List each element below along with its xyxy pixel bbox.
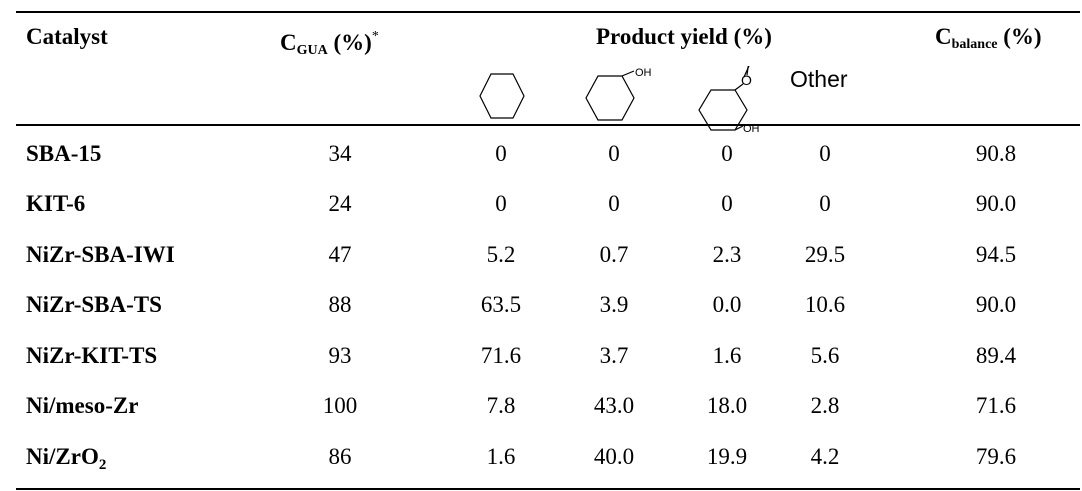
- header-product-yield: Product yield (%): [596, 24, 772, 49]
- yield-cyclohexane: 71.6: [480, 343, 522, 368]
- catalyst-name: KIT-6: [26, 191, 86, 216]
- carbon-balance: 90.0: [975, 191, 1017, 216]
- guaiacol-conversion: 88: [328, 292, 352, 317]
- carbon-balance: 90.0: [975, 292, 1017, 317]
- yield-other: 0: [819, 191, 831, 216]
- table-row: NiZr-KIT-TS 93 71.6 3.7 1.6 5.6 89.4: [0, 336, 1082, 376]
- yield-other: 4.2: [810, 444, 840, 469]
- yield-cyclohexane: 63.5: [480, 292, 522, 317]
- cyclohexanol-structure: OH: [585, 67, 652, 121]
- guaiacol-conversion: 100: [322, 393, 358, 418]
- yield-cyclohexanol: 43.0: [593, 393, 635, 418]
- catalyst-name: NiZr-SBA-TS: [26, 292, 162, 317]
- guaiacol-conversion: 86: [328, 444, 352, 469]
- guaiacol-conversion: 34: [328, 141, 352, 166]
- catalyst-name: Ni/ZrO2: [26, 444, 107, 473]
- catalyst-name: NiZr-SBA-IWI: [26, 242, 175, 267]
- guaiacol-conversion: 24: [328, 191, 352, 216]
- carbon-balance: 94.5: [975, 242, 1017, 267]
- catalyst-name: SBA-15: [26, 141, 102, 166]
- yield-cyclohexane: 5.2: [486, 242, 516, 267]
- methoxy-o-label: O: [741, 72, 752, 88]
- catalyst-name: NiZr-KIT-TS: [26, 343, 158, 368]
- methoxycyclohexanol-structure: O OH: [698, 66, 760, 135]
- carbon-balance: 89.4: [975, 343, 1017, 368]
- header-guaiacol-conversion: CGUA (%)*: [280, 29, 379, 58]
- carbon-balance: 79.6: [975, 444, 1017, 469]
- yield-other: 29.5: [804, 242, 846, 267]
- yield-other: 0: [819, 141, 831, 166]
- cyclohexane-structure: [479, 73, 525, 119]
- yield-methoxycyclohexanol: 0.0: [712, 292, 742, 317]
- yield-cyclohexanol: 0: [608, 191, 620, 216]
- yield-cyclohexanol: 0.7: [599, 242, 629, 267]
- header-carbon-balance: Cbalance (%): [935, 24, 1042, 52]
- top-rule: [16, 11, 1080, 13]
- table-row: Ni/ZrO2 86 1.6 40.0 19.9 4.2 79.6: [0, 437, 1082, 477]
- yield-methoxycyclohexanol: 2.3: [712, 242, 742, 267]
- guaiacol-conversion: 93: [328, 343, 352, 368]
- yield-methoxycyclohexanol: 1.6: [712, 343, 742, 368]
- table-row: NiZr-SBA-IWI 47 5.2 0.7 2.3 29.5 94.5: [0, 235, 1082, 275]
- yield-other: 10.6: [804, 292, 846, 317]
- yield-cyclohexanol: 0: [608, 141, 620, 166]
- carbon-balance: 90.8: [975, 141, 1017, 166]
- header-catalyst: Catalyst: [26, 24, 108, 49]
- yield-cyclohexane: 1.6: [486, 444, 516, 469]
- header-other: Other: [790, 66, 848, 92]
- bottom-rule: [16, 488, 1080, 490]
- yield-cyclohexanol: 3.9: [599, 292, 629, 317]
- table-row: SBA-15 34 0 0 0 0 90.8: [0, 134, 1082, 174]
- table-row: Ni/meso-Zr 100 7.8 43.0 18.0 2.8 71.6: [0, 386, 1082, 426]
- carbon-balance: 71.6: [975, 393, 1017, 418]
- guaiacol-conversion: 47: [328, 242, 352, 267]
- yield-other: 2.8: [810, 393, 840, 418]
- yield-cyclohexanol: 40.0: [593, 444, 635, 469]
- header-rule: [16, 124, 1080, 126]
- yield-methoxycyclohexanol: 19.9: [706, 444, 748, 469]
- hydroxyl-label: OH: [635, 67, 652, 79]
- yield-cyclohexane: 0: [495, 141, 507, 166]
- yield-cyclohexane: 7.8: [486, 393, 516, 418]
- hydroxyl-label-2: OH: [743, 123, 760, 135]
- yield-methoxycyclohexanol: 0: [721, 191, 733, 216]
- yield-cyclohexane: 0: [495, 191, 507, 216]
- table-row: NiZr-SBA-TS 88 63.5 3.9 0.0 10.6 90.0: [0, 285, 1082, 325]
- table-row: KIT-6 24 0 0 0 0 90.0: [0, 184, 1082, 224]
- yield-cyclohexanol: 3.7: [599, 343, 629, 368]
- yield-methoxycyclohexanol: 18.0: [706, 393, 748, 418]
- catalyst-name: Ni/meso-Zr: [26, 393, 139, 418]
- yield-other: 5.6: [810, 343, 840, 368]
- yield-methoxycyclohexanol: 0: [721, 141, 733, 166]
